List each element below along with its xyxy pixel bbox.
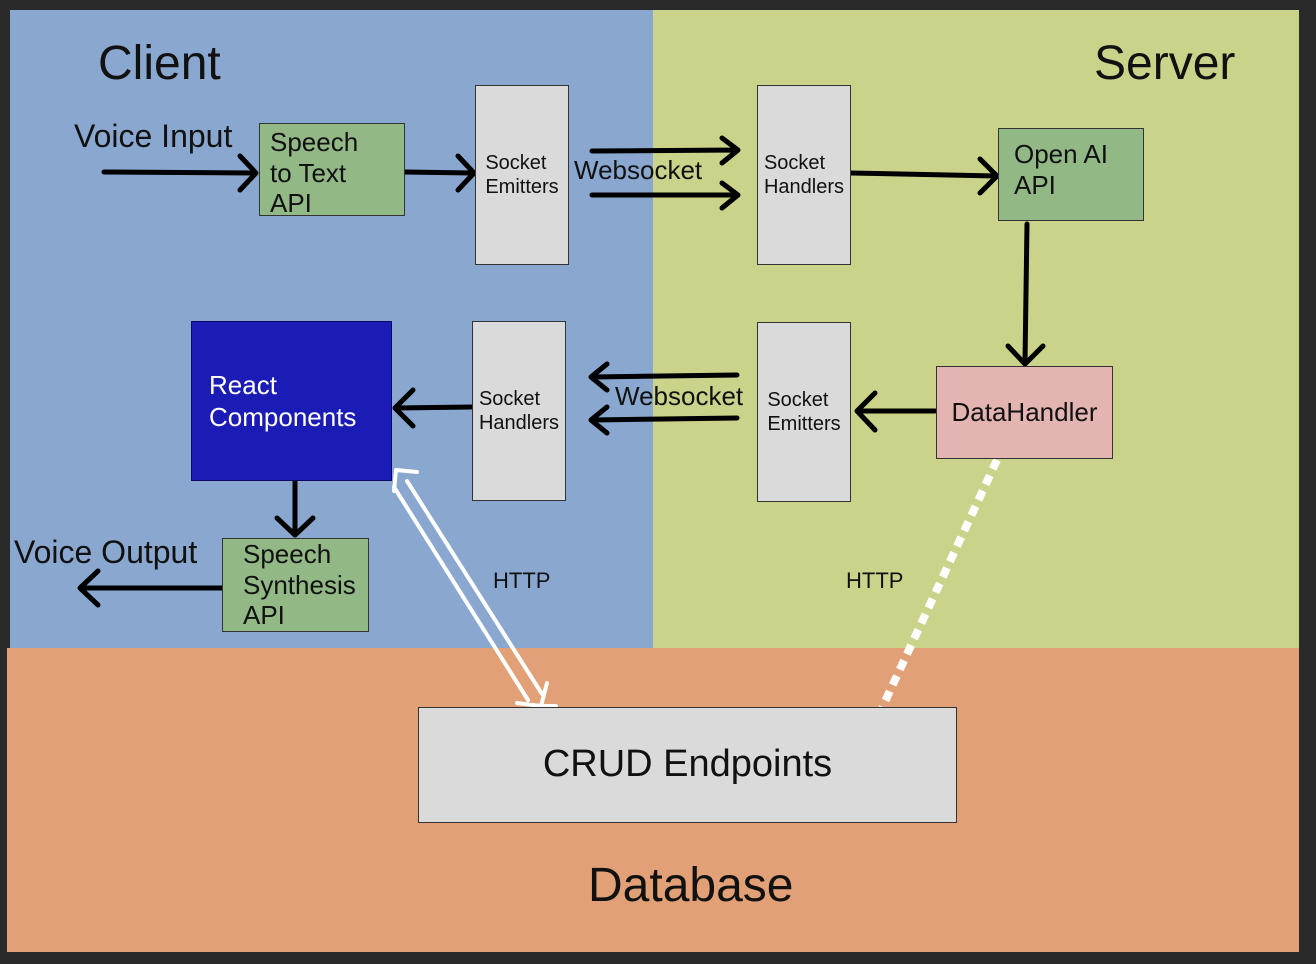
client-socket-emitters-box: Socket Emitters [475, 85, 569, 265]
server-socket-emitters-label: Socket Emitters [767, 389, 841, 435]
server-socket-emitters-box: Socket Emitters [757, 322, 851, 502]
react-components-box: React Components [191, 321, 392, 481]
open-ai-api-label: Open AI API [1014, 139, 1108, 201]
react-components-label: React Components [209, 370, 357, 432]
server-socket-handlers-label: Socket Handlers [763, 152, 845, 198]
websocket-bottom-label: Websocket [615, 381, 744, 411]
data-handler-label: DataHandler [951, 396, 1098, 427]
speech-to-text-api-box: Speech to Text API [259, 123, 405, 219]
speech-to-text-api-label: Speech to Text API [270, 127, 359, 219]
client-socket-handlers-box: Socket Handlers [472, 321, 566, 501]
client-title: Client [98, 37, 221, 90]
server-socket-handlers-box: Socket Handlers [757, 85, 851, 265]
voice-output-label: Voice Output [14, 534, 198, 570]
http-right-label: HTTP [846, 568, 904, 593]
database-title: Database [588, 859, 794, 912]
client-socket-handlers-label: Socket Handlers [478, 388, 560, 434]
speech-synthesis-api-box: Speech Synthesis API [222, 538, 369, 632]
speech-synthesis-api-label: Speech Synthesis API [243, 539, 356, 631]
websocket-top-label: Websocket [574, 155, 703, 185]
http-left-label: HTTP [493, 568, 551, 593]
data-handler-box: DataHandler [936, 366, 1113, 459]
server-zone [653, 10, 1299, 650]
crud-endpoints-label: CRUD Endpoints [542, 743, 833, 786]
client-socket-emitters-label: Socket Emitters [485, 152, 559, 198]
voice-input-label: Voice Input [74, 118, 233, 154]
open-ai-api-box: Open AI API [998, 128, 1144, 221]
crud-endpoints-box: CRUD Endpoints [418, 707, 957, 823]
server-title: Server [1094, 37, 1236, 90]
